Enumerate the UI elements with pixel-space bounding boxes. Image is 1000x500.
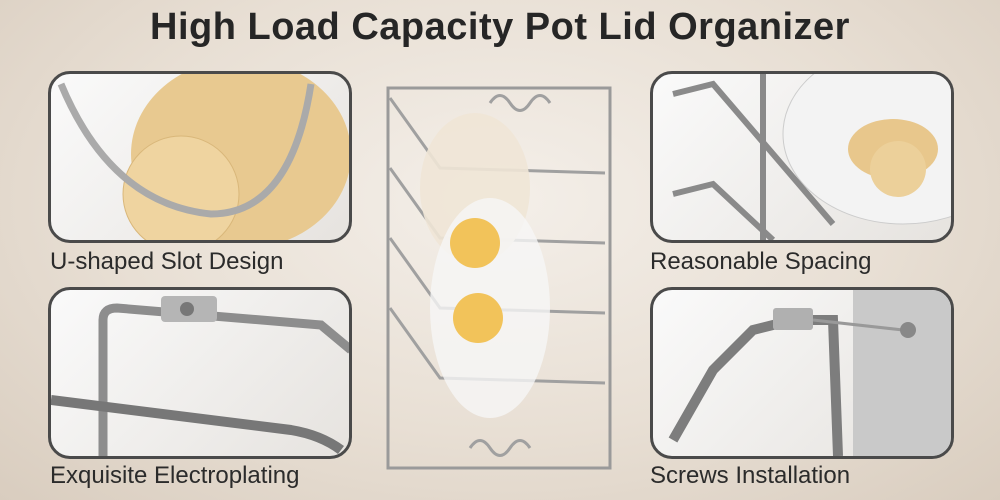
- u-slot-illustration: [57, 74, 349, 240]
- caption-screws: Screws Installation: [650, 462, 851, 489]
- spacing-photo: [650, 71, 954, 243]
- lid-rack-photo: [380, 78, 620, 473]
- screws-illustration: [668, 290, 951, 456]
- page-title: High Load Capacity Pot Lid Organizer: [150, 6, 850, 48]
- spacing-illustration: [672, 74, 951, 240]
- caption-spacing: Reasonable Spacing: [650, 248, 872, 275]
- lid-rack-illustration: [386, 86, 612, 470]
- caption-electroplating: Exquisite Electroplating: [50, 462, 300, 489]
- caption-u-slot: U-shaped Slot Design: [50, 248, 284, 275]
- electroplating-illustration: [51, 296, 349, 456]
- electroplating-photo: [48, 287, 352, 459]
- u-slot-photo: [48, 71, 352, 243]
- screws-photo: [650, 287, 954, 459]
